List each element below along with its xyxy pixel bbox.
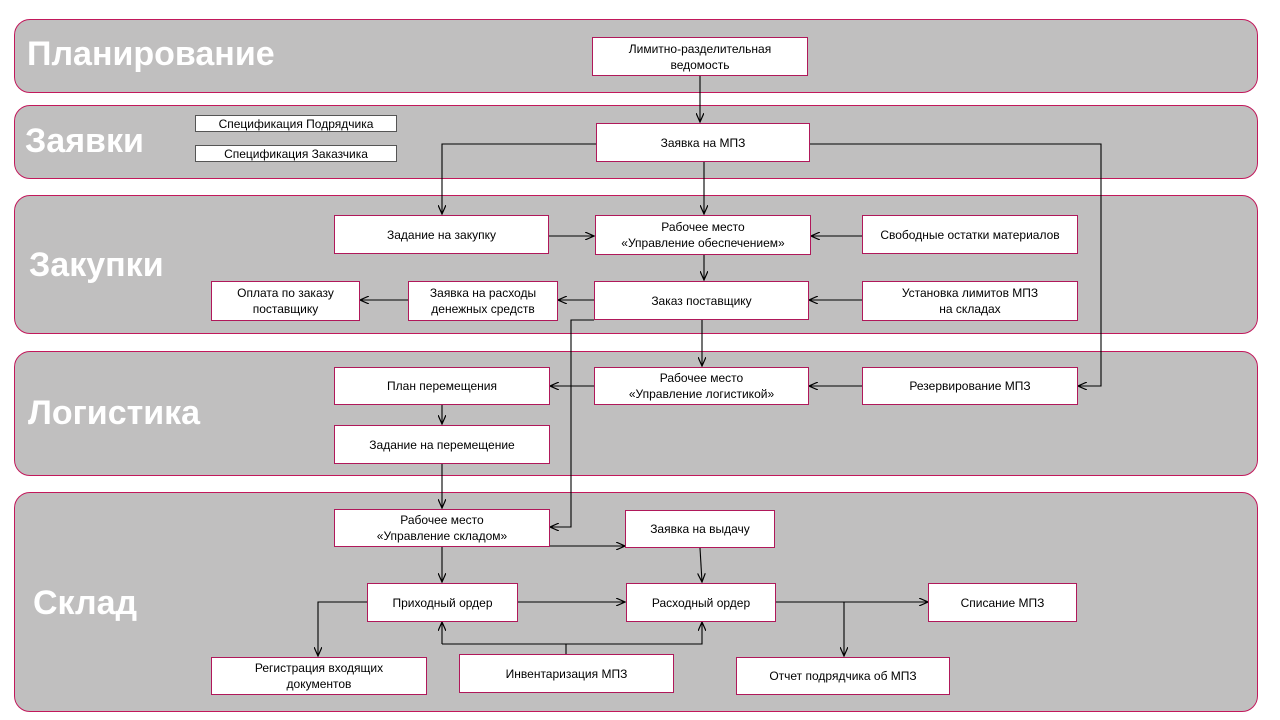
box-mpz-inventory: Инвентаризация МПЗ xyxy=(459,654,674,693)
box-mpz-reserve: Резервирование МПЗ xyxy=(862,367,1078,405)
edge-inventory-split xyxy=(442,643,567,654)
box-mpz-limits: Установка лимитов МПЗ на складах xyxy=(862,281,1078,321)
edge-request-to-purchase-task xyxy=(442,143,596,214)
box-free-stock: Свободные остатки материалов xyxy=(862,215,1078,254)
edge-receipt-to-incoming xyxy=(318,601,367,656)
edge-order-to-warehouse-workplace xyxy=(550,319,594,527)
lane-title-requests: Заявки xyxy=(25,122,144,160)
lane-title-purchases: Закупки xyxy=(29,246,164,284)
box-incoming-docs: Регистрация входящих документов xyxy=(211,657,427,695)
box-supplier-order: Заказ поставщику xyxy=(594,281,809,320)
box-receipt-order: Приходный ордер xyxy=(367,583,518,622)
box-move-plan: План перемещения xyxy=(334,367,550,405)
box-mpz-writeoff: Списание МПЗ xyxy=(928,583,1077,622)
box-cash-request: Заявка на расходы денежных средств xyxy=(408,281,558,321)
edge-request-to-reserve xyxy=(810,143,1102,386)
edge-inventory-to-expense xyxy=(566,622,702,645)
box-contractor-report: Отчет подрядчика об МПЗ xyxy=(736,657,950,695)
box-supply-workplace: Рабочее место «Управление обеспечением» xyxy=(595,215,811,255)
lane-title-warehouse: Склад xyxy=(33,584,138,622)
lane-title-logistics: Логистика xyxy=(28,394,201,432)
lane-title-planning: Планирование xyxy=(27,35,275,73)
box-supplier-payment: Оплата по заказу поставщику xyxy=(211,281,360,321)
spec-customer: Спецификация Заказчика xyxy=(195,145,397,162)
box-mpz-request: Заявка на МПЗ xyxy=(596,123,810,162)
box-expense-order: Расходный ордер xyxy=(626,583,776,622)
box-limit-sheet: Лимитно-разделительная ведомость xyxy=(592,37,808,76)
box-move-task: Задание на перемещение xyxy=(334,425,550,464)
box-warehouse-workplace: Рабочее место «Управление складом» xyxy=(334,509,550,547)
box-logistics-workplace: Рабочее место «Управление логистикой» xyxy=(594,367,809,405)
spec-contractor: Спецификация Подрядчика xyxy=(195,115,397,132)
box-purchase-task: Задание на закупку xyxy=(334,215,549,254)
edge-issue-to-expense xyxy=(700,547,702,582)
box-issue-request: Заявка на выдачу xyxy=(625,510,775,548)
